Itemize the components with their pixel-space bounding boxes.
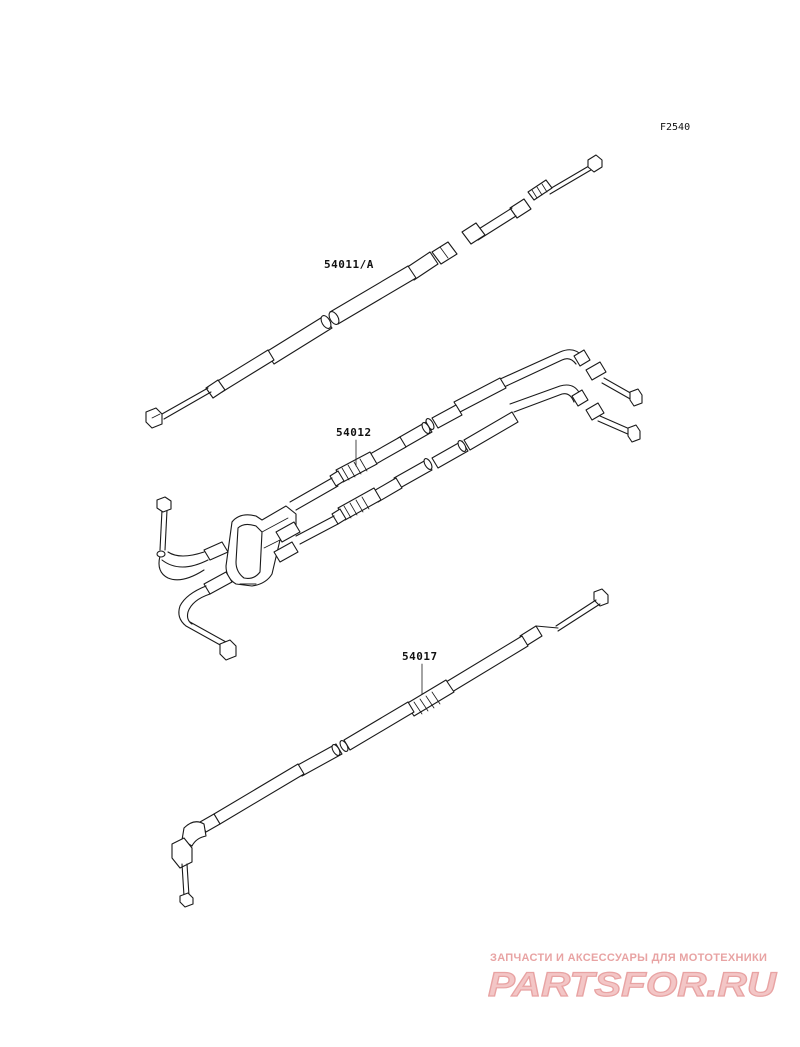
- cable-54012[interactable]: [156, 349, 643, 661]
- watermark-logo: PARTSFOR.RU: [488, 966, 778, 1004]
- part-number-54012: 54012: [336, 426, 372, 439]
- cable-54017[interactable]: [171, 588, 609, 908]
- cable-54011-a[interactable]: [145, 154, 603, 429]
- watermark-caption: ЗАПЧАСТИ И АКСЕССУАРЫ ДЛЯ МОТОТЕХНИКИ: [490, 952, 768, 964]
- part-number-54011-a: 54011/A: [324, 258, 374, 271]
- figure-code: F2540: [660, 122, 690, 133]
- part-number-54017: 54017: [402, 650, 438, 663]
- watermark-logo-text: PARTSFOR.RU: [488, 966, 778, 1004]
